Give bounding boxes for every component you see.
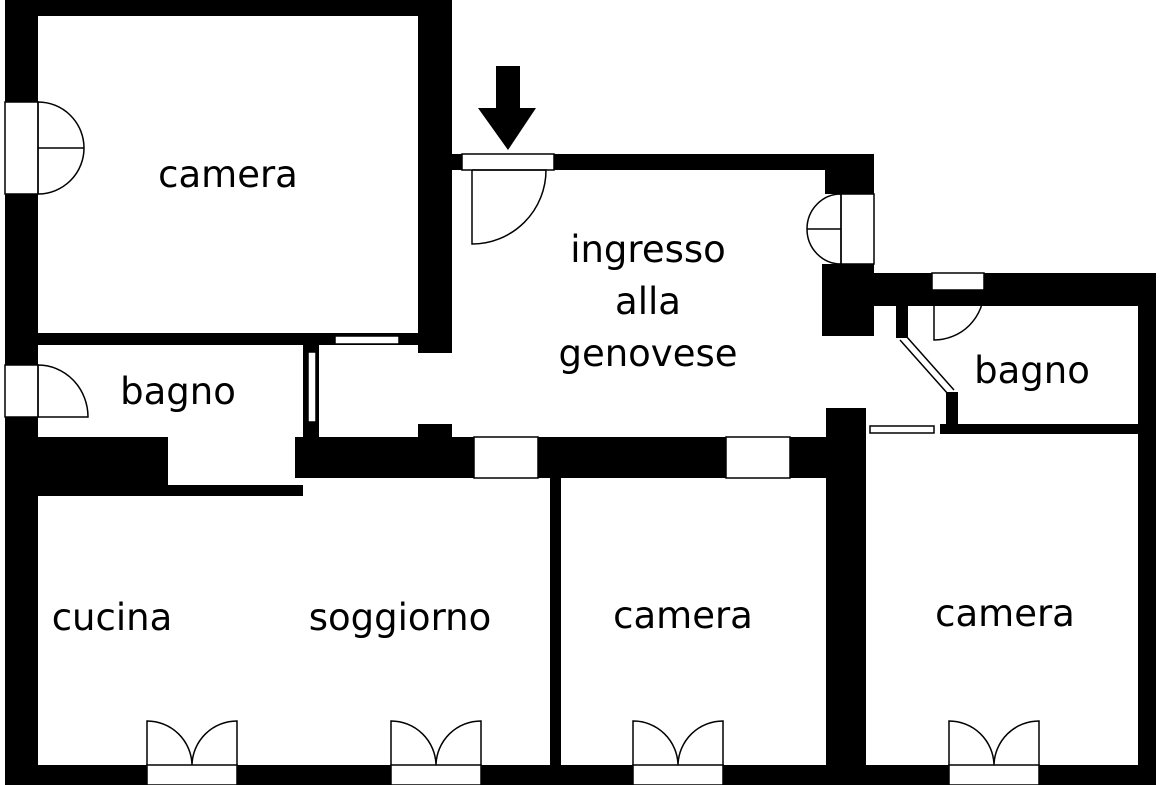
room-label-camera-right: camera xyxy=(935,592,1075,635)
wall-cucina-top xyxy=(38,437,319,496)
wall-jamb-center xyxy=(418,424,452,438)
entrance-arrow-icon xyxy=(478,66,536,150)
wall-ingresso-top xyxy=(452,154,874,170)
door-swing-soggiorno xyxy=(390,720,482,766)
wall-bagno-right-inner xyxy=(896,290,908,338)
door-swing-bagno-right xyxy=(933,289,985,341)
window-left-bagno[interactable] xyxy=(4,364,39,418)
wall-bagno-right-top xyxy=(874,273,1156,306)
pass-bagno-ingresso xyxy=(307,351,317,423)
room-label-bagno-left: bagno xyxy=(120,370,236,413)
window-bottom-camera-middle[interactable] xyxy=(632,764,724,785)
wall-ingresso-right-upper xyxy=(825,154,874,194)
window-bottom-cucina[interactable] xyxy=(146,764,238,785)
door-swing-camera-right xyxy=(948,720,1040,766)
window-ingresso-right[interactable] xyxy=(840,193,875,265)
door-central-right[interactable] xyxy=(725,436,791,479)
door-bagno-right-opening[interactable] xyxy=(931,272,985,291)
room-label-cucina: cucina xyxy=(52,596,173,639)
pass-right-bagno xyxy=(869,425,935,434)
door-swing-entrance xyxy=(471,169,547,245)
door-swing-ingresso-window xyxy=(806,193,842,265)
room-label-ingresso-1: ingresso xyxy=(570,228,726,271)
door-diagonal-bagno xyxy=(899,335,955,395)
room-label-bagno-right: bagno xyxy=(974,349,1090,392)
wall-outer-bottom xyxy=(5,765,1156,785)
wall-bagno-right-diagonal-jamb xyxy=(946,392,958,428)
pass-camera-ingresso xyxy=(334,335,400,345)
door-swings xyxy=(37,101,1040,766)
room-label-camera-middle: camera xyxy=(613,594,753,637)
entrance-opening[interactable] xyxy=(461,153,555,171)
wall-camera-bagno xyxy=(38,333,418,345)
door-swing-camera-middle xyxy=(632,720,724,766)
wall-camera-right-divider xyxy=(826,408,866,785)
window-bottom-soggiorno[interactable] xyxy=(390,764,482,785)
room-label-ingresso-2: alla xyxy=(615,280,681,323)
room-label-camera-top: camera xyxy=(158,153,298,196)
door-swing-bagno-left xyxy=(37,364,89,418)
door-swing-cucina xyxy=(146,720,238,766)
room-label-ingresso-3: genovese xyxy=(558,332,737,375)
window-left-top[interactable] xyxy=(4,101,39,195)
door-central-left[interactable] xyxy=(473,436,539,479)
wall-soggiorno-camera xyxy=(550,478,561,785)
room-label-soggiorno: soggiorno xyxy=(309,596,491,639)
door-swing-camera-top xyxy=(37,101,85,195)
wall-camera-top xyxy=(5,0,452,16)
wall-outer-right xyxy=(1138,273,1156,785)
wall-camera-right xyxy=(418,0,452,353)
wall-bagno-right-bottom xyxy=(940,424,1138,434)
wall-right-block xyxy=(822,264,874,336)
window-bottom-camera-right[interactable] xyxy=(948,764,1040,785)
